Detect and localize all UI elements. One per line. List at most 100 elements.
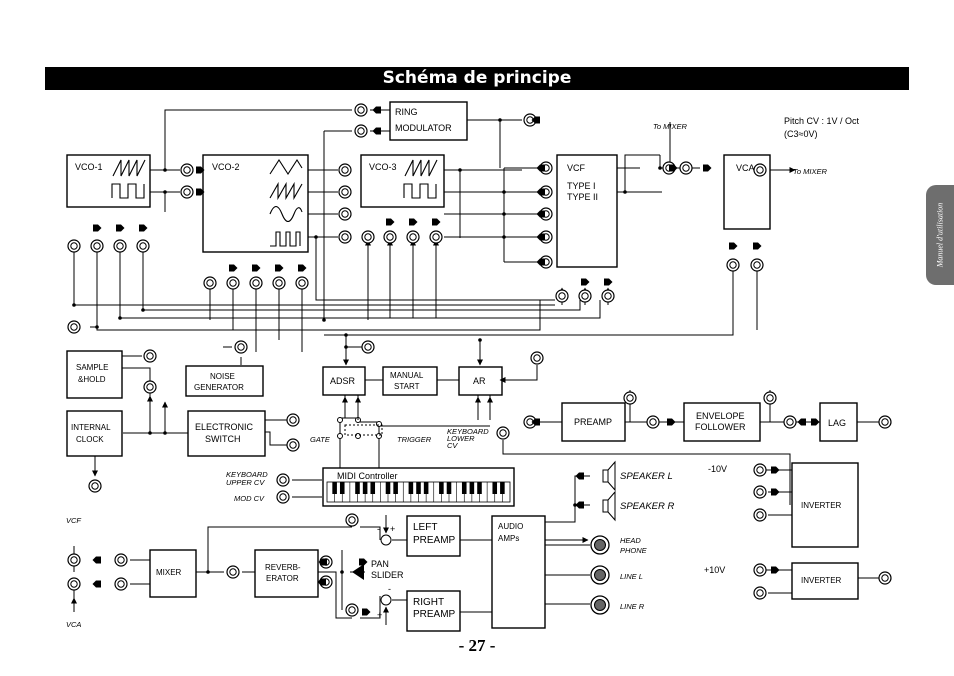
manual-start-box: [382, 366, 438, 396]
junction-dot: [340, 570, 344, 574]
reverb-label-1: REVERB-: [265, 563, 301, 572]
pulse-wave-icon: [270, 231, 301, 247]
headphone-label-2: PHONE: [620, 546, 648, 555]
sawtooth-wave-icon-2: [269, 181, 303, 201]
arrow-bullet-icon: [252, 264, 261, 272]
patch-jack-icon: [726, 258, 740, 272]
switch-dashed-box: [344, 424, 383, 436]
plus-10v-label: +10V: [704, 565, 725, 575]
junction-dot: [148, 431, 152, 435]
patch-jack-icon: [753, 563, 767, 577]
arrow-bullet-icon: [386, 218, 395, 226]
patch-jack-icon: [276, 473, 290, 487]
arrow-bullet-icon: [93, 224, 102, 232]
black-key: [469, 482, 475, 494]
patch-jack-icon: [406, 230, 420, 244]
junction-dot: [118, 316, 122, 320]
black-key: [477, 482, 482, 494]
arrow-bullet-icon: [298, 264, 307, 272]
mixer-box: [149, 549, 197, 598]
right-preamp-label-1: RIGHT: [413, 597, 444, 608]
ar-label: AR: [473, 376, 486, 386]
line-r-jack-icon: [590, 595, 610, 615]
vco2-label: VCO-2: [212, 162, 240, 172]
side-tab: Manuel d'utilisation: [926, 185, 954, 285]
keyboard-lower-cv-label-2: LOWER: [447, 434, 475, 443]
audio-amps-label-1: AUDIO: [498, 522, 523, 531]
arrow-bullet-icon: [432, 218, 441, 226]
noise-label-1: NOISE: [210, 372, 235, 381]
junction-dot: [573, 503, 577, 507]
arrow-bullet-icon: [669, 164, 678, 172]
internal-clock-label-1: INTERNAL: [71, 423, 111, 432]
right-preamp-label-2: PREAMP: [413, 609, 456, 620]
electronic-switch-label-2: SWITCH: [205, 434, 241, 444]
pan-label: PAN: [371, 559, 389, 569]
arrow-bullet-icon: [409, 218, 418, 226]
patch-jack-icon: [354, 124, 368, 138]
arrow-bullet-icon: [275, 264, 284, 272]
arrow-bullet-icon: [359, 558, 368, 566]
patch-jack-icon: [234, 340, 248, 354]
black-key: [423, 482, 429, 494]
arrow-bullet-icon: [797, 418, 806, 426]
arrow-bullet-icon: [575, 472, 584, 480]
patch-jack-icon: [750, 258, 764, 272]
envelope-follower-label-1: ENVELOPE: [696, 411, 745, 421]
reverb-label-2: ERATOR: [266, 574, 299, 583]
vcf-type2-label: TYPE II: [567, 192, 598, 202]
patch-jack-icon: [623, 391, 637, 405]
arrow-bullet-icon: [536, 210, 545, 218]
patch-jack-icon: [114, 577, 128, 591]
left-plus-sign: +: [390, 524, 395, 534]
keyboard-upper-cv-label-2: UPPER CV: [226, 478, 265, 487]
mixer-label: MIXER: [156, 568, 182, 577]
black-key: [500, 482, 505, 494]
patch-jack-icon: [361, 230, 375, 244]
arrow-bullet-icon: [92, 580, 101, 588]
internal-clock-box: [66, 410, 123, 457]
patch-jack-icon: [753, 508, 767, 522]
patch-jack-icon: [601, 289, 615, 303]
to-mixer-top-label: To MIXER: [653, 122, 687, 131]
junction-dot: [163, 431, 167, 435]
page-number: - 27 -: [458, 636, 496, 655]
pan-slider-icon: [342, 564, 364, 580]
inverter-bottom-label: INVERTER: [801, 576, 842, 585]
midi-keyboard: [322, 467, 515, 507]
labels: VCO-1 VCO-2 VCO-3 RING MODULATOR VCF TYP…: [66, 107, 860, 629]
arrow-bullet-icon: [372, 127, 381, 135]
junction-dot: [502, 212, 506, 216]
line-l-label: LINE L: [620, 572, 643, 581]
gate-label: GATE: [310, 435, 331, 444]
line-l-jack-icon: [590, 565, 610, 585]
patch-jack-icon: [286, 438, 300, 452]
patch-jack-icon: [354, 103, 368, 117]
module-boxes: [66, 101, 859, 632]
black-key: [355, 482, 360, 494]
arrow-bullet-icon: [771, 466, 780, 474]
speaker-right-icon: [602, 490, 616, 522]
patch-jack-icon: [276, 490, 290, 504]
arrow-bullet-icon: [771, 488, 780, 496]
inverter-top-box: [791, 462, 859, 548]
patch-jack-icon: [203, 276, 217, 290]
sine-wave-icon: [269, 205, 303, 223]
mod-cv-label: MOD CV: [234, 494, 265, 503]
patch-jack-icon: [272, 276, 286, 290]
junction-dots: [72, 118, 662, 574]
left-preamp-label-1: LEFT: [413, 522, 437, 533]
arrow-bullet-icon: [372, 106, 381, 114]
sample-hold-label-1: SAMPLE: [76, 363, 108, 372]
junction-dot: [478, 338, 482, 342]
left-preamp-label-2: PREAMP: [413, 535, 456, 546]
patch-jack-icon: [429, 230, 443, 244]
ring-modulator-box: [389, 101, 468, 141]
midi-controller-label: MIDI Controller: [337, 471, 398, 481]
black-key: [332, 482, 337, 494]
left-sum-node: [380, 534, 392, 546]
reverberator-box: [254, 549, 319, 598]
patch-jack-icon: [753, 485, 767, 499]
junction-dot: [163, 168, 167, 172]
keyboard-keys: [332, 482, 505, 502]
